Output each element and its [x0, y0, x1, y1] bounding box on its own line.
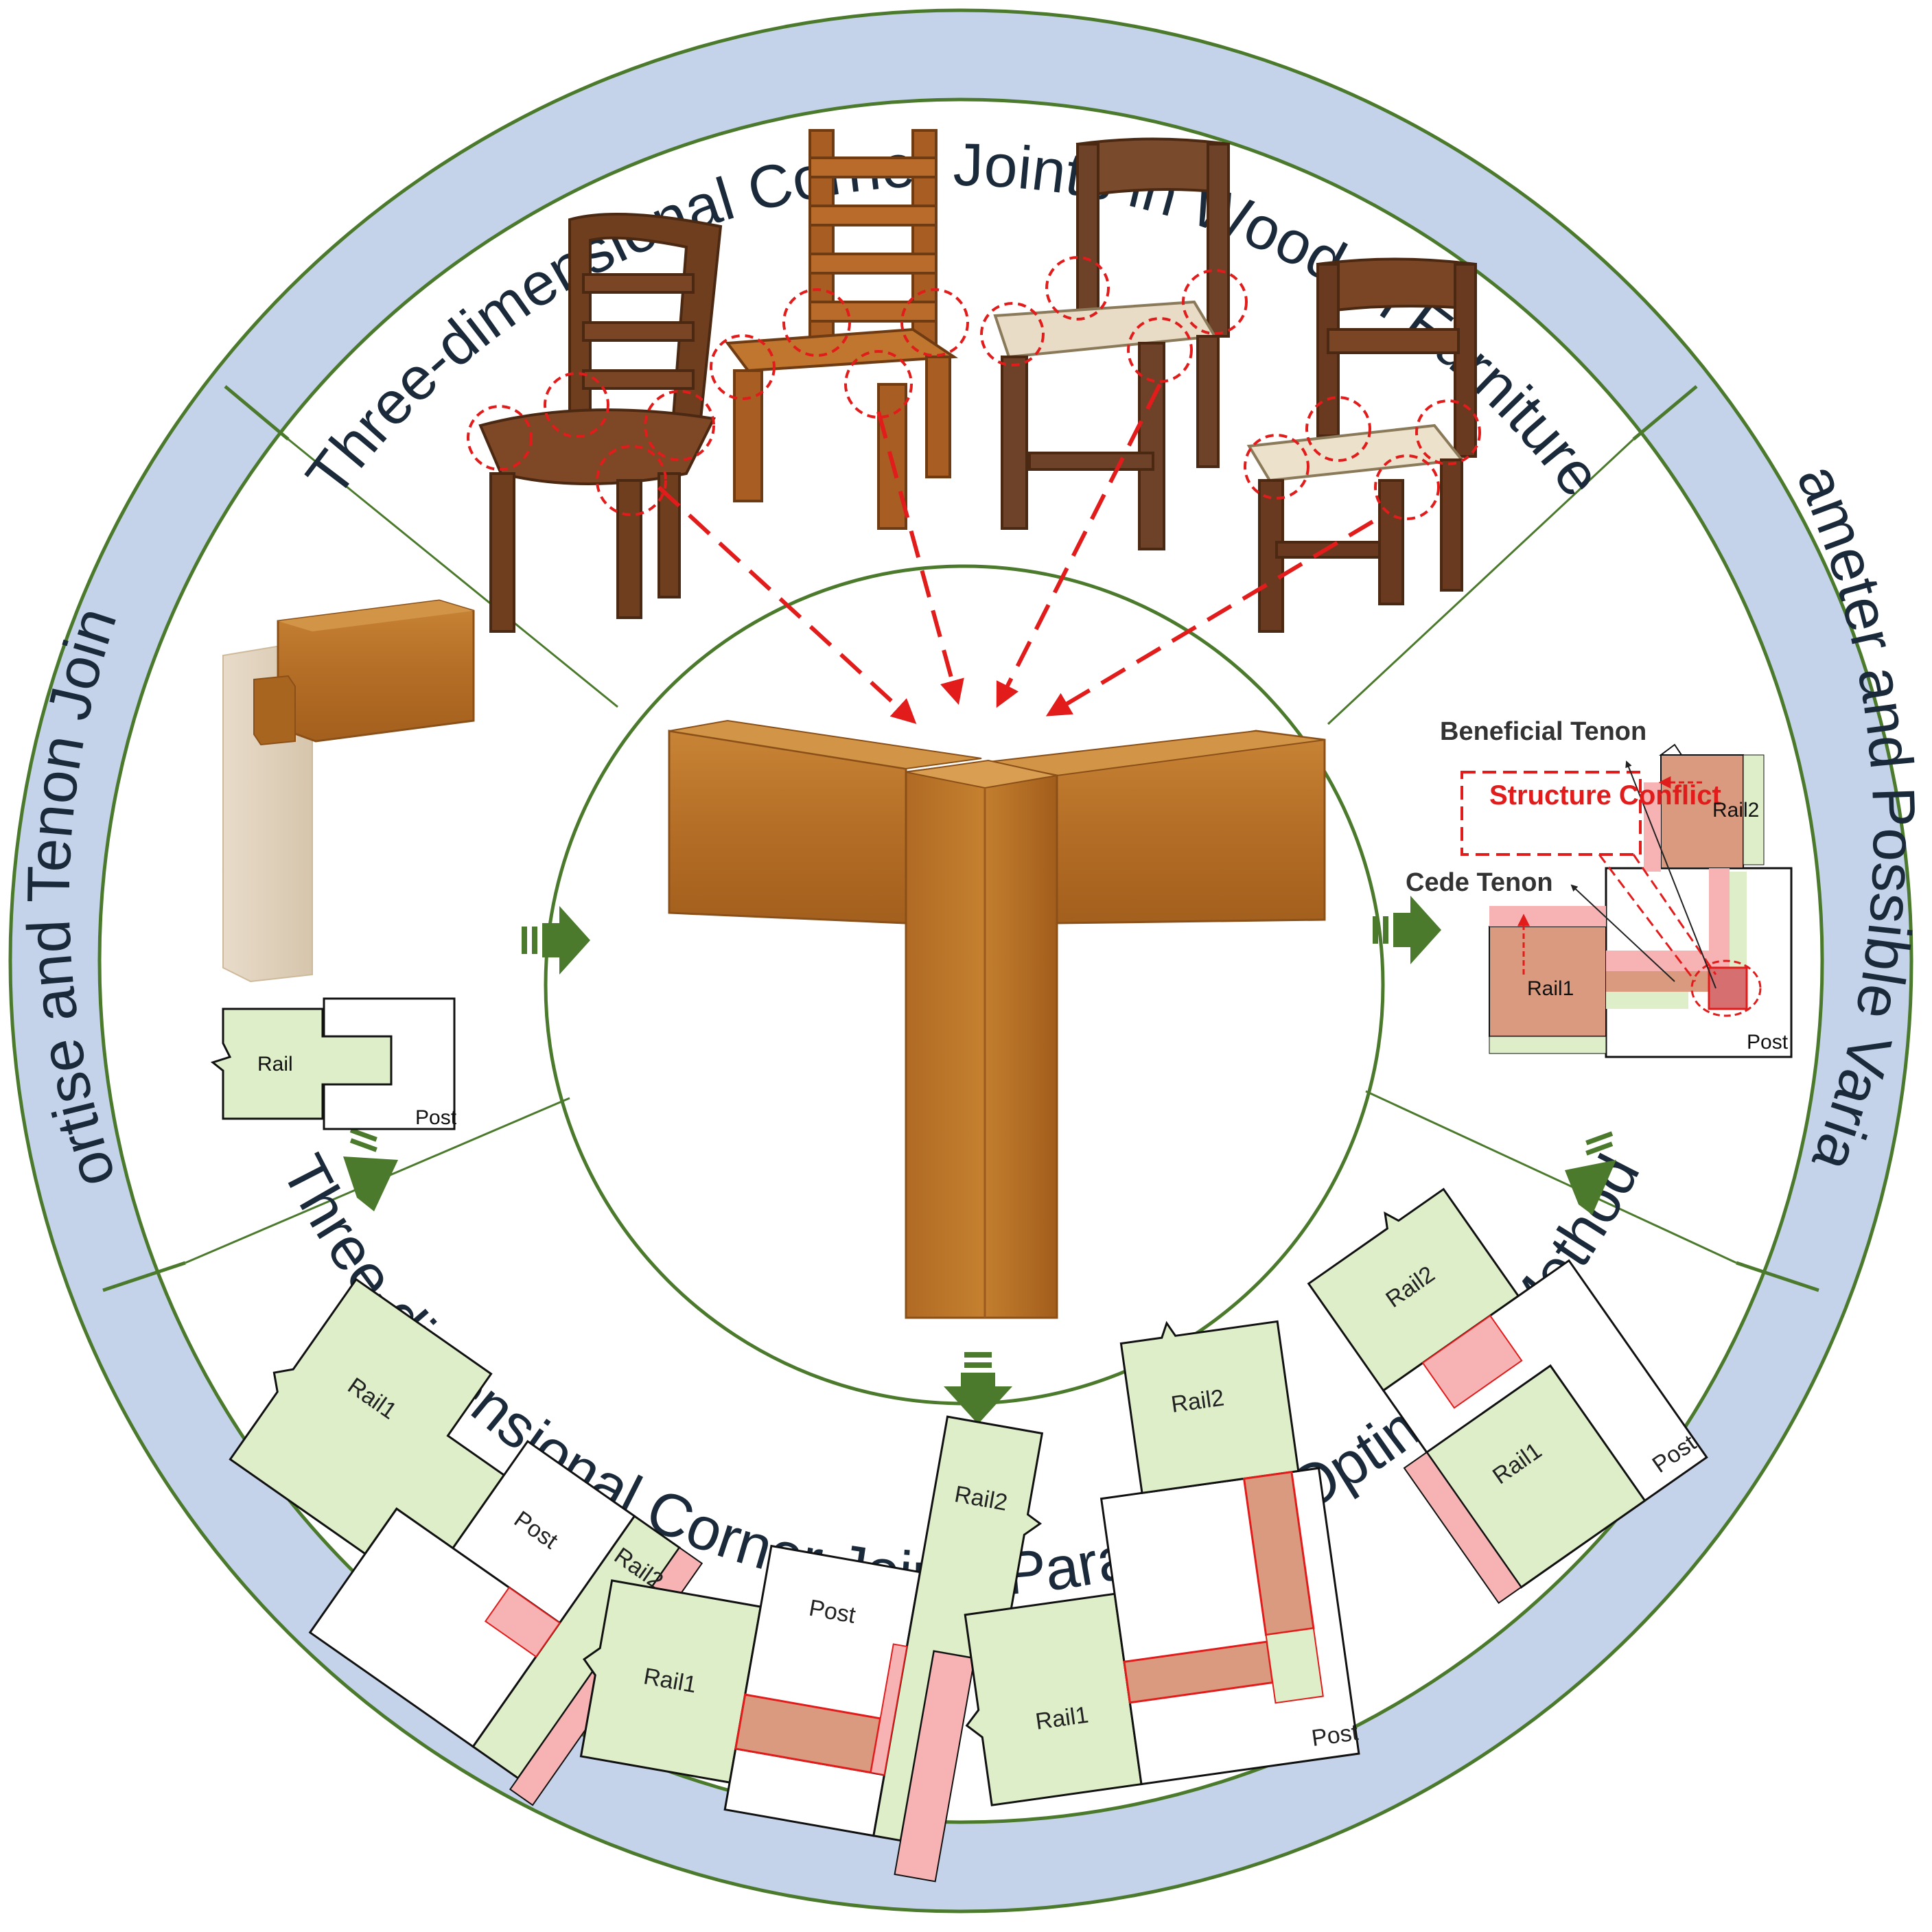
arrow-down-center [944, 1352, 1012, 1424]
variant-c: Rail1 Rail2 Post [964, 1320, 1360, 1806]
chair-1 [478, 213, 723, 633]
chair-2 [725, 129, 959, 530]
beneficial-tenon-label: Beneficial Tenon [1440, 717, 1646, 746]
cede-tenon-label: Cede Tenon [1406, 868, 1553, 897]
convergence-arrows [657, 383, 1374, 724]
center-corner-joint [668, 719, 1326, 1319]
post-label: Post [415, 1106, 457, 1129]
mortise-tenon-2d: Rail Post [210, 997, 457, 1130]
arrow-down-left [343, 1128, 398, 1211]
structure-conflict-label: Structure Conflict [1489, 780, 1721, 811]
variant-c-post: Post [1310, 1719, 1360, 1751]
arrow-down-right [1565, 1131, 1616, 1215]
mortise-tenon-3d [222, 599, 475, 983]
parameter-diagram: Beneficial Tenon Structure Conflict Cede… [1406, 717, 1793, 1058]
arrow-left-to-center [522, 906, 590, 975]
joint-markers [467, 256, 1481, 520]
outer-ring [8, 8, 1913, 1913]
chair-3 [993, 137, 1231, 550]
variant-b: Rail1 Post Rail2 [579, 1415, 1044, 1883]
green-arrows [343, 896, 1616, 1424]
rail1-label: Rail1 [1527, 977, 1574, 1000]
variant-d: Rail2 Rail1 Post [1307, 1187, 1708, 1604]
chair-4 [1246, 257, 1477, 633]
rail2-label: Rail2 [1712, 799, 1759, 822]
rail-label: Rail [257, 1053, 293, 1075]
arrow-center-to-right [1373, 896, 1441, 964]
post-label: Post [1747, 1031, 1789, 1054]
